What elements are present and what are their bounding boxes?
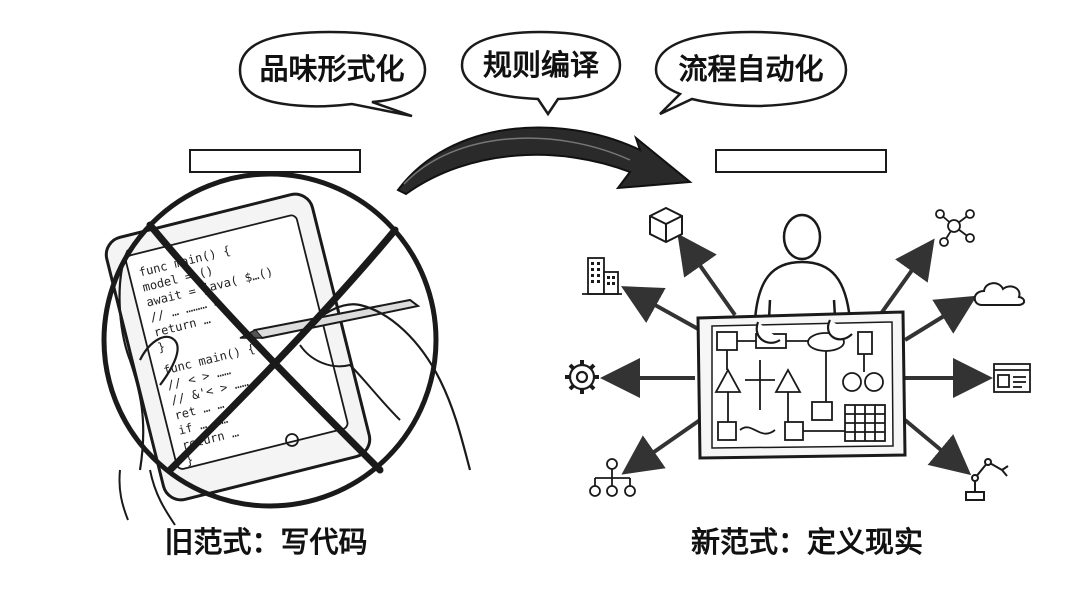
speech-bubble-left [238, 30, 427, 118]
building-icon [582, 257, 622, 295]
transition-arrow [396, 126, 693, 196]
bubble-right-text: 流程自动化 [678, 52, 824, 86]
gear-icon [565, 360, 599, 394]
cloud-icon [973, 282, 1026, 306]
new-paradigm-label: 新范式：定义现实 [690, 525, 923, 559]
person-figure [753, 213, 852, 339]
radiating-arrows [600, 233, 993, 476]
code-line: } [184, 452, 194, 467]
flowchart-board [696, 310, 907, 460]
speech-bubble-center [460, 30, 622, 117]
bubble-left-text: 品味形式化 [259, 52, 405, 86]
browser-window-icon [993, 363, 1031, 393]
tablet-illustration: func main() { model = () await = java( $… [104, 192, 472, 526]
bubble-center-text: 规则编译 [482, 48, 599, 82]
old-paradigm-label: 旧范式：写代码 [164, 525, 368, 559]
cross-out-symbol [101, 171, 439, 509]
robot-arm-icon [965, 458, 1009, 501]
cube-icon [649, 206, 683, 244]
blank-title-bar-left [189, 149, 361, 173]
org-chart-icon [589, 458, 636, 497]
code-line: } [156, 339, 166, 354]
speech-bubble-right [654, 30, 848, 116]
blank-title-bar-right [715, 149, 887, 173]
network-icon [935, 209, 975, 247]
